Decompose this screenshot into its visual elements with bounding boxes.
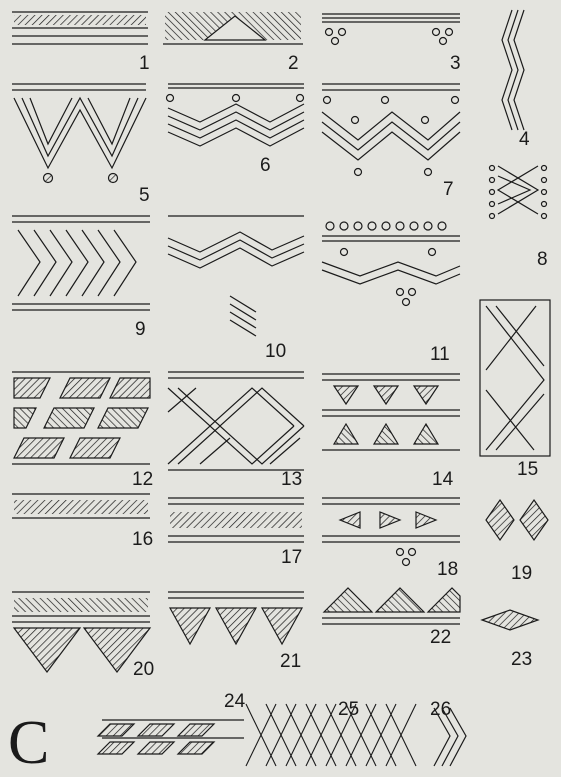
pattern-14	[322, 374, 460, 450]
pattern-10	[168, 216, 304, 336]
label-13: 13	[281, 470, 302, 489]
label-22: 22	[430, 628, 451, 647]
label-14: 14	[432, 470, 453, 489]
pattern-4	[502, 10, 524, 130]
label-8: 8	[537, 250, 548, 269]
pattern-12	[12, 372, 150, 464]
pattern-25	[246, 704, 416, 766]
pattern-8	[490, 166, 547, 219]
pattern-1	[12, 12, 148, 44]
label-7: 7	[443, 180, 454, 199]
pattern-16	[12, 494, 150, 518]
pattern-24	[98, 720, 244, 754]
label-25: 25	[338, 700, 359, 719]
label-9: 9	[135, 320, 146, 339]
label-2: 2	[288, 54, 299, 73]
pattern-22	[322, 588, 460, 624]
label-20: 20	[133, 660, 154, 679]
label-5: 5	[139, 186, 150, 205]
label-16: 16	[132, 530, 153, 549]
label-23: 23	[511, 650, 532, 669]
pattern-23	[482, 610, 538, 630]
label-18: 18	[437, 560, 458, 579]
label-15: 15	[517, 460, 538, 479]
pattern-21	[168, 592, 304, 644]
pattern-5	[12, 84, 146, 183]
label-17: 17	[281, 548, 302, 567]
label-21: 21	[280, 652, 301, 671]
label-12: 12	[132, 470, 153, 489]
label-19: 19	[511, 564, 532, 583]
pattern-15	[480, 300, 550, 456]
pattern-18	[322, 498, 460, 566]
label-26: 26	[430, 700, 451, 719]
pattern-7	[322, 84, 460, 176]
label-11: 11	[430, 345, 450, 364]
pattern-9	[12, 216, 150, 310]
pattern-2	[163, 12, 303, 44]
label-1: 1	[139, 54, 150, 73]
pattern-17	[168, 498, 304, 542]
pattern-19	[486, 500, 548, 540]
label-3: 3	[450, 54, 461, 73]
pattern-20	[12, 592, 150, 672]
label-6: 6	[260, 156, 271, 175]
pattern-6	[167, 84, 305, 146]
label-4: 4	[519, 130, 530, 149]
label-24: 24	[224, 692, 245, 711]
pattern-3	[322, 14, 460, 45]
panel-letter: C	[8, 712, 49, 774]
pattern-11	[322, 222, 460, 306]
pattern-13	[168, 372, 304, 470]
label-10: 10	[265, 342, 286, 361]
